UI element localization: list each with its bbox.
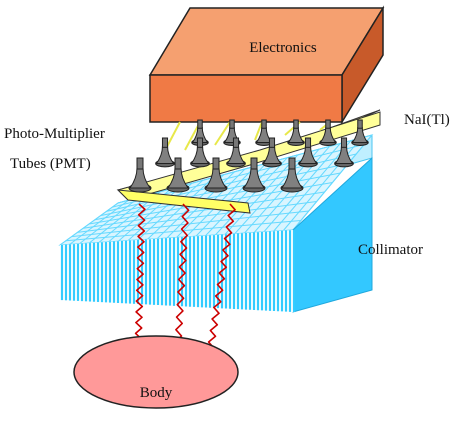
pmt-board bbox=[116, 109, 381, 214]
pmt-tube-icon bbox=[334, 137, 354, 168]
pmt-tube-icon bbox=[280, 157, 304, 193]
pmt-tube-icon bbox=[204, 157, 228, 193]
pmt-tube-icon bbox=[319, 119, 337, 146]
pmt-tube-icon bbox=[298, 137, 318, 168]
pmt-tube-icon bbox=[226, 137, 246, 168]
crystal-label: NaI(Tl) bbox=[404, 112, 450, 128]
pmt-array bbox=[128, 119, 369, 193]
collimator-label: Collimator bbox=[358, 242, 423, 258]
collimator-grid-line bbox=[71, 210, 309, 238]
gamma-ray-wave bbox=[134, 203, 146, 356]
body-ellipse bbox=[73, 335, 239, 409]
collimator-grid-line bbox=[117, 134, 373, 204]
collimator-septa bbox=[60, 229, 296, 313]
pmt-tube-icon bbox=[262, 137, 282, 168]
pmt-tube-icon bbox=[155, 137, 175, 168]
pmt-wire bbox=[214, 121, 231, 146]
pmt-tube-icon bbox=[287, 119, 305, 146]
pmt-tube-icon bbox=[351, 119, 369, 146]
electronics-front bbox=[149, 74, 343, 123]
collimator-grid-line bbox=[94, 172, 341, 221]
pmt-wire bbox=[254, 121, 263, 141]
collimator-grid-line bbox=[83, 191, 325, 229]
gamma-ray-wave bbox=[204, 203, 236, 366]
pmt-tube-icon bbox=[190, 137, 210, 168]
pmt-tube-icon bbox=[242, 157, 266, 193]
pmt-board-front bbox=[116, 189, 251, 214]
pmt-label-line1: Photo-Multiplier bbox=[4, 126, 105, 142]
pmt-tube-icon bbox=[128, 157, 152, 193]
electronics-box: Electronics bbox=[148, 5, 385, 125]
pmt-label-line2: Tubes (PMT) bbox=[10, 156, 91, 172]
electronics-label: Electronics bbox=[249, 40, 317, 56]
body-label: Body bbox=[140, 385, 173, 401]
pmt-tube-icon bbox=[166, 157, 190, 193]
collimator-grid-line bbox=[77, 201, 317, 233]
